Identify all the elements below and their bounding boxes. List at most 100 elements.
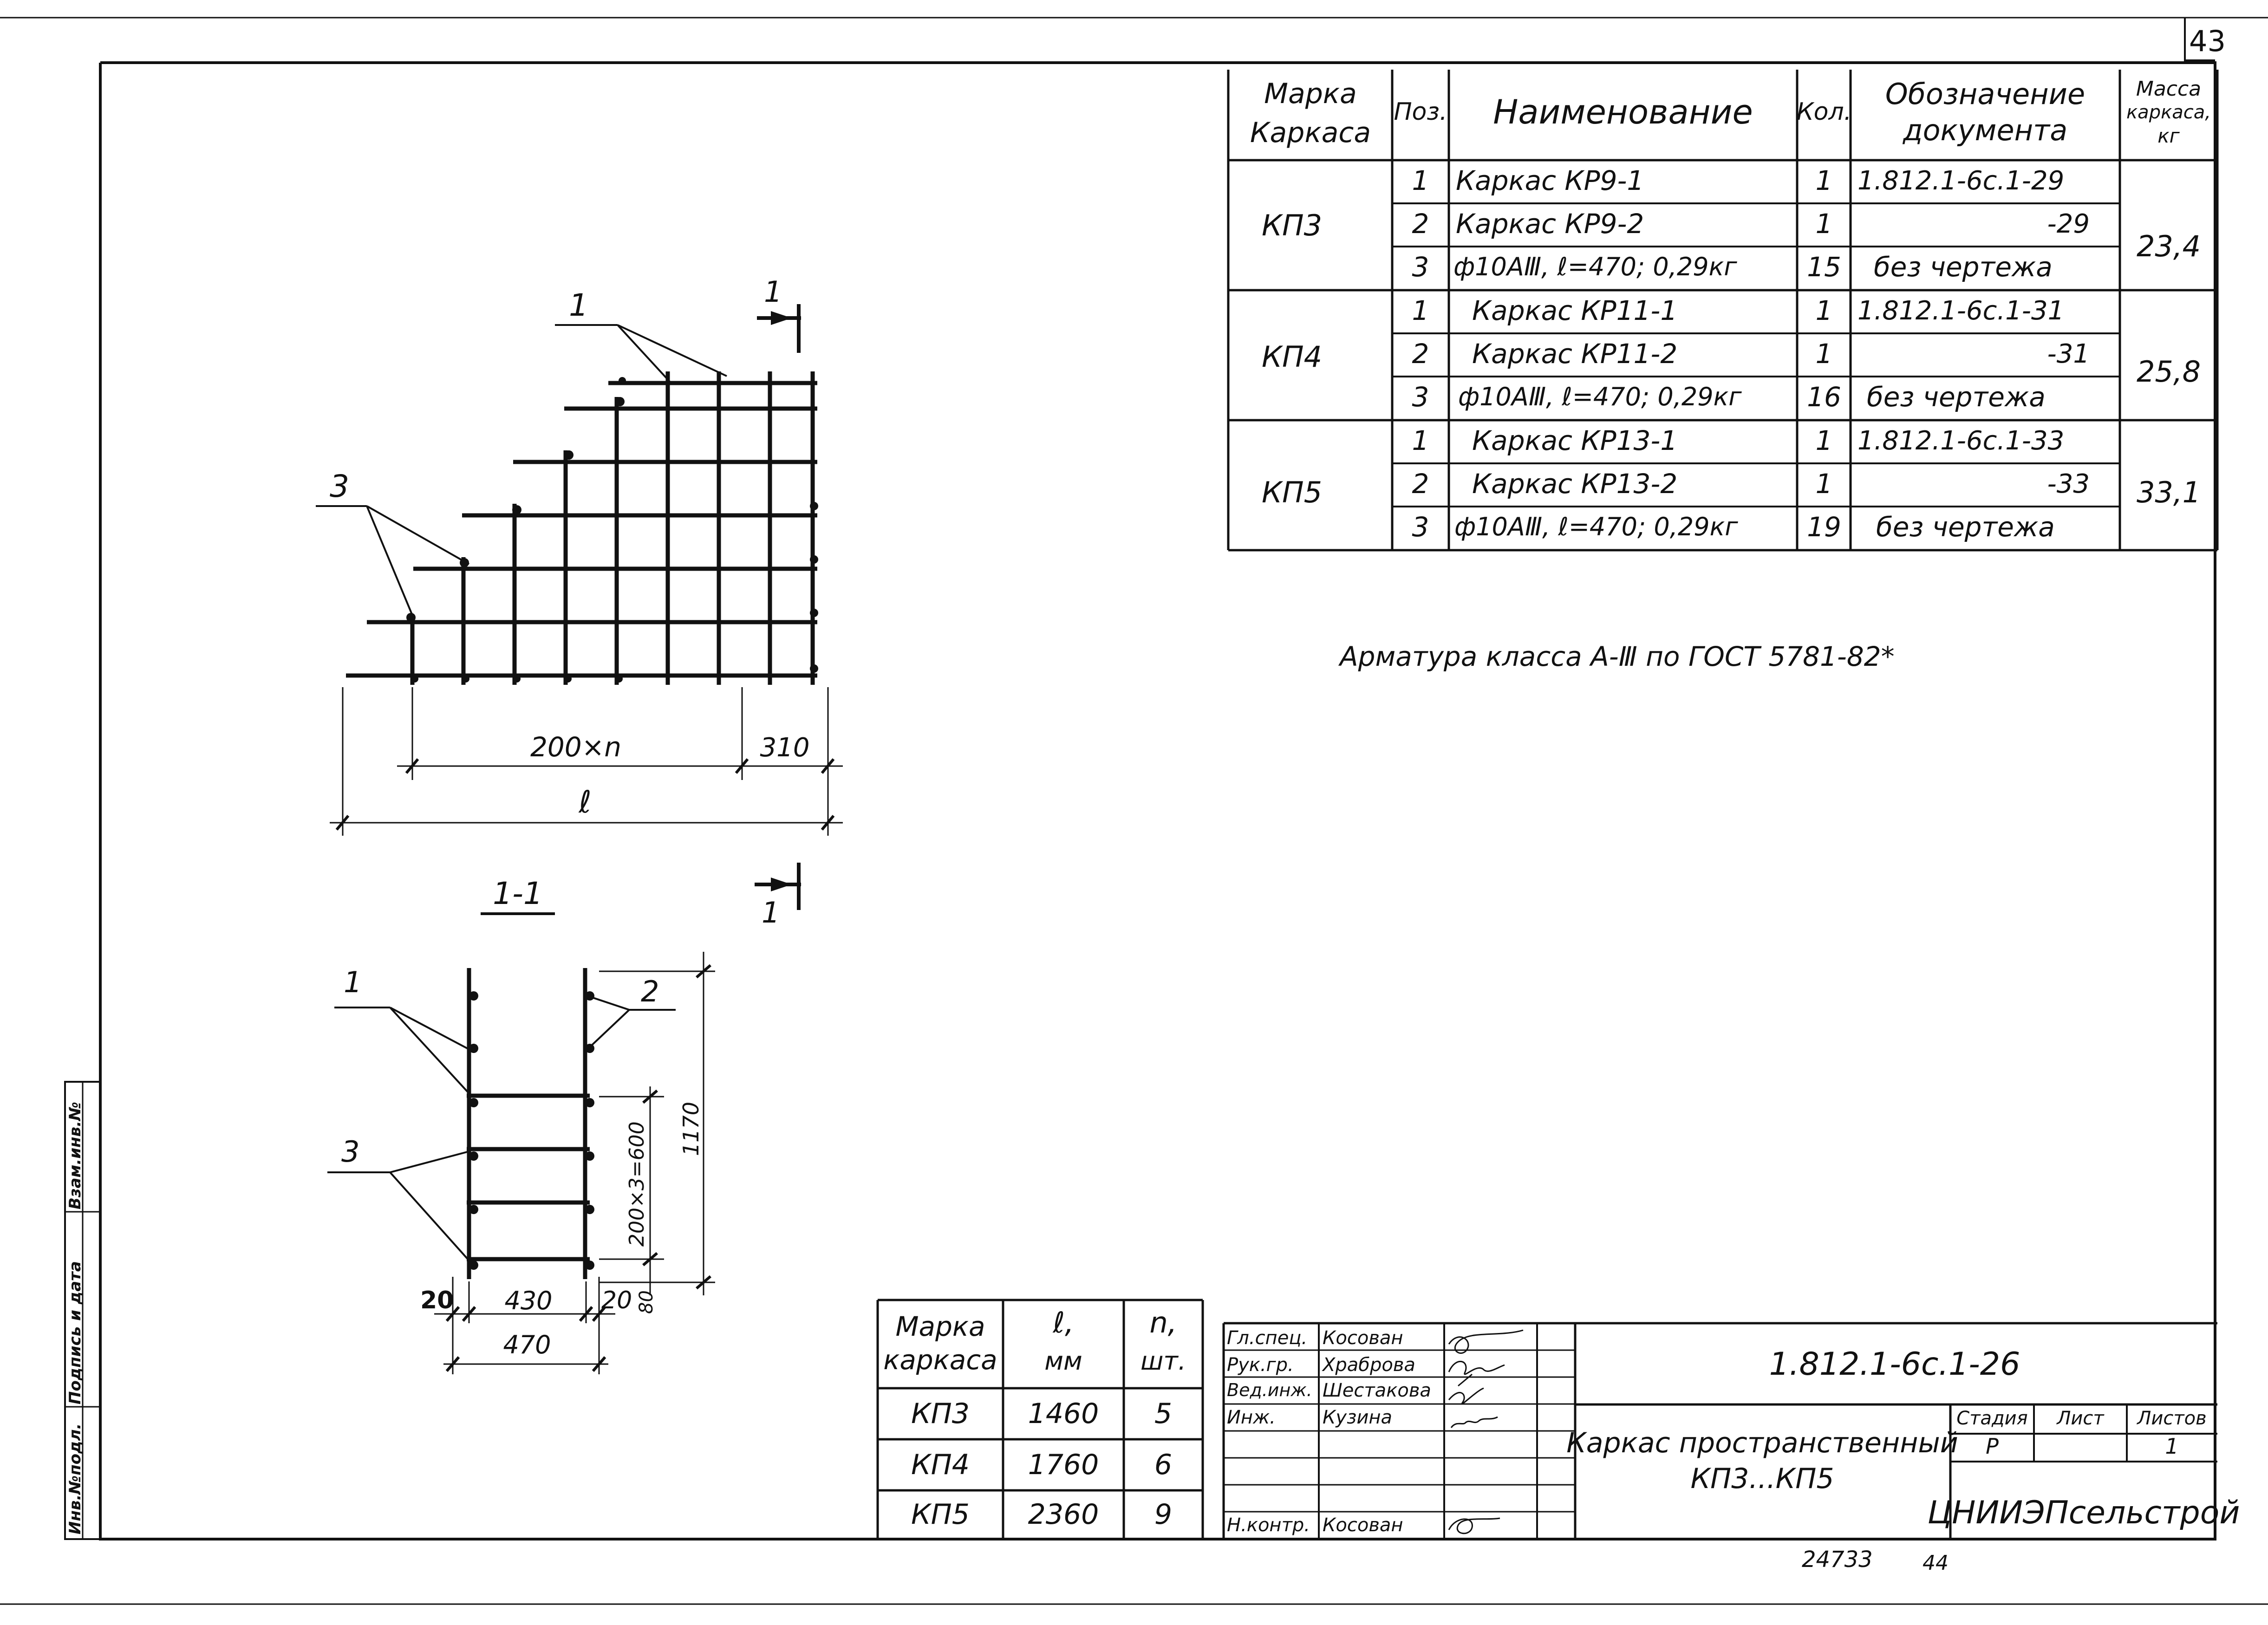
row-pos: 2 (1412, 338, 1429, 370)
row-pos: 3 (1412, 251, 1429, 283)
drawing-title-line1: Каркас пространственный (1566, 1427, 1958, 1459)
dim-600: 200×3=600 (625, 1121, 649, 1247)
stamp-inventory-no: Инв.№подл. (66, 1423, 85, 1534)
row-name: Каркас КР9-1 (1456, 165, 1644, 196)
section-label-pos-3: 3 (341, 1135, 360, 1169)
row-name: ф10АⅢ, ℓ=470; 0,29кг (1458, 382, 1742, 411)
spec-header-pos: Поз. (1394, 98, 1447, 126)
stamp-replacement-no: Взам.инв.№ (66, 1102, 85, 1209)
length-row-l: 2360 (1028, 1498, 1099, 1531)
role-name: Храброва (1323, 1354, 1415, 1376)
row-doc: 1.812.1-6с.1-29 (1857, 166, 2065, 196)
row-name: ф10АⅢ, ℓ=470; 0,29кг (1454, 512, 1738, 541)
spec-header-doc-2: документа (1903, 113, 2068, 147)
label-pos-1: 1 (569, 287, 588, 323)
row-name: Каркас КР9-2 (1456, 208, 1644, 240)
spec-header-doc-1: Обозначение (1885, 77, 2086, 111)
archive-number: 24733 (1802, 1547, 1873, 1573)
row-doc: 1.812.1-6с.1-33 (1857, 426, 2065, 456)
length-row-l: 1460 (1028, 1398, 1099, 1430)
role-name: Кузина (1323, 1407, 1392, 1428)
row-name: Каркас КР11-1 (1472, 295, 1678, 326)
dim-1170: 1170 (678, 1101, 704, 1156)
group-mark: КП4 (1261, 340, 1323, 374)
row-qty: 1 (1815, 208, 1833, 240)
group-mass: 23,4 (2136, 229, 2201, 263)
spec-header-mass-1: Масса (2136, 77, 2202, 101)
section-1-1 (467, 968, 590, 1279)
role-label: Инж. (1227, 1407, 1276, 1428)
length-row-n: 6 (1154, 1449, 1173, 1481)
row-doc: -33 (2047, 469, 2090, 499)
length-row-mark: КП5 (911, 1498, 970, 1531)
role-label: Н.контр. (1227, 1514, 1310, 1536)
row-qty: 1 (1815, 468, 1833, 500)
dim-20-left: 20 (420, 1287, 454, 1314)
spec-header-mark-1: Марка (1264, 78, 1357, 110)
row-doc: без чертежа (1874, 251, 2053, 283)
row-pos: 1 (1412, 165, 1429, 196)
length-header-n-1: n, (1149, 1306, 1177, 1339)
role-label: Рук.гр. (1227, 1354, 1294, 1376)
dim-length: ℓ (579, 784, 592, 820)
group-mass: 25,8 (2136, 355, 2201, 389)
row-qty: 15 (1807, 251, 1841, 283)
length-row-l: 1760 (1028, 1449, 1099, 1481)
group-mark: КП5 (1261, 475, 1323, 509)
row-qty: 1 (1815, 338, 1833, 370)
row-name: Каркас КР13-2 (1472, 468, 1678, 500)
group-mass: 33,1 (2136, 475, 2201, 509)
length-header-mark-1: Марка (895, 1311, 985, 1342)
spec-table-grid (1227, 70, 2219, 552)
row-doc: без чертежа (1867, 381, 2046, 413)
length-header-mark-2: каркаса (883, 1344, 997, 1376)
role-name: Косован (1323, 1514, 1403, 1536)
row-pos: 3 (1412, 381, 1429, 413)
sheet-label: Лист (2057, 1408, 2104, 1429)
row-qty: 1 (1815, 425, 1833, 456)
drawing-designation: 1.812.1-6с.1-26 (1769, 1346, 2020, 1383)
row-pos: 3 (1412, 511, 1429, 543)
dim-200n: 200×n (530, 731, 622, 763)
length-row-mark: КП3 (911, 1398, 970, 1430)
dim-310: 310 (760, 733, 810, 763)
row-name: Каркас КР11-2 (1472, 338, 1678, 370)
row-doc: -31 (2047, 339, 2090, 369)
row-pos: 2 (1412, 208, 1429, 240)
length-row-n: 9 (1154, 1498, 1173, 1531)
spec-header-mass-3: кг (2157, 124, 2180, 147)
signatures (1448, 1329, 1524, 1534)
role-label: Вед.инж. (1227, 1380, 1312, 1400)
sheets-label: Листов (2137, 1408, 2207, 1429)
section-label-pos-2: 2 (641, 975, 659, 1008)
sheets-value: 1 (2165, 1434, 2179, 1459)
row-qty: 19 (1807, 511, 1841, 543)
section-label-pos-1: 1 (344, 965, 362, 999)
section-title: 1-1 (493, 876, 543, 911)
role-label: Гл.спец. (1227, 1327, 1308, 1349)
stage-label: Стадия (1956, 1408, 2028, 1429)
dim-80: 80 (636, 1290, 657, 1314)
page-number: 43 (2189, 24, 2226, 58)
row-name: ф10АⅢ, ℓ=470; 0,29кг (1453, 252, 1737, 281)
dim-20-right: 20 (601, 1287, 632, 1314)
row-qty: 1 (1815, 295, 1833, 326)
row-qty: 1 (1815, 165, 1833, 196)
length-header-n-2: шт. (1140, 1346, 1186, 1376)
spec-header-qty: Кол. (1796, 98, 1852, 126)
group-mark: КП3 (1261, 208, 1323, 242)
drawing-title-line2: КП3...КП5 (1690, 1462, 1834, 1495)
row-pos: 2 (1412, 468, 1429, 500)
length-header-l-2: мм (1044, 1346, 1082, 1376)
dim-430: 430 (504, 1286, 553, 1315)
role-name: Шестакова (1323, 1380, 1431, 1401)
spec-header-name: Наименование (1493, 92, 1753, 131)
dim-470: 470 (503, 1330, 551, 1359)
label-pos-3: 3 (330, 468, 349, 504)
title-block-grid (1222, 1322, 2217, 1539)
organization-name: ЦНИИЭПсельстрой (1927, 1495, 2240, 1531)
archive-sheet-number: 44 (1923, 1551, 1949, 1575)
row-doc: -29 (2047, 209, 2090, 239)
row-doc: без чертежа (1876, 511, 2055, 543)
